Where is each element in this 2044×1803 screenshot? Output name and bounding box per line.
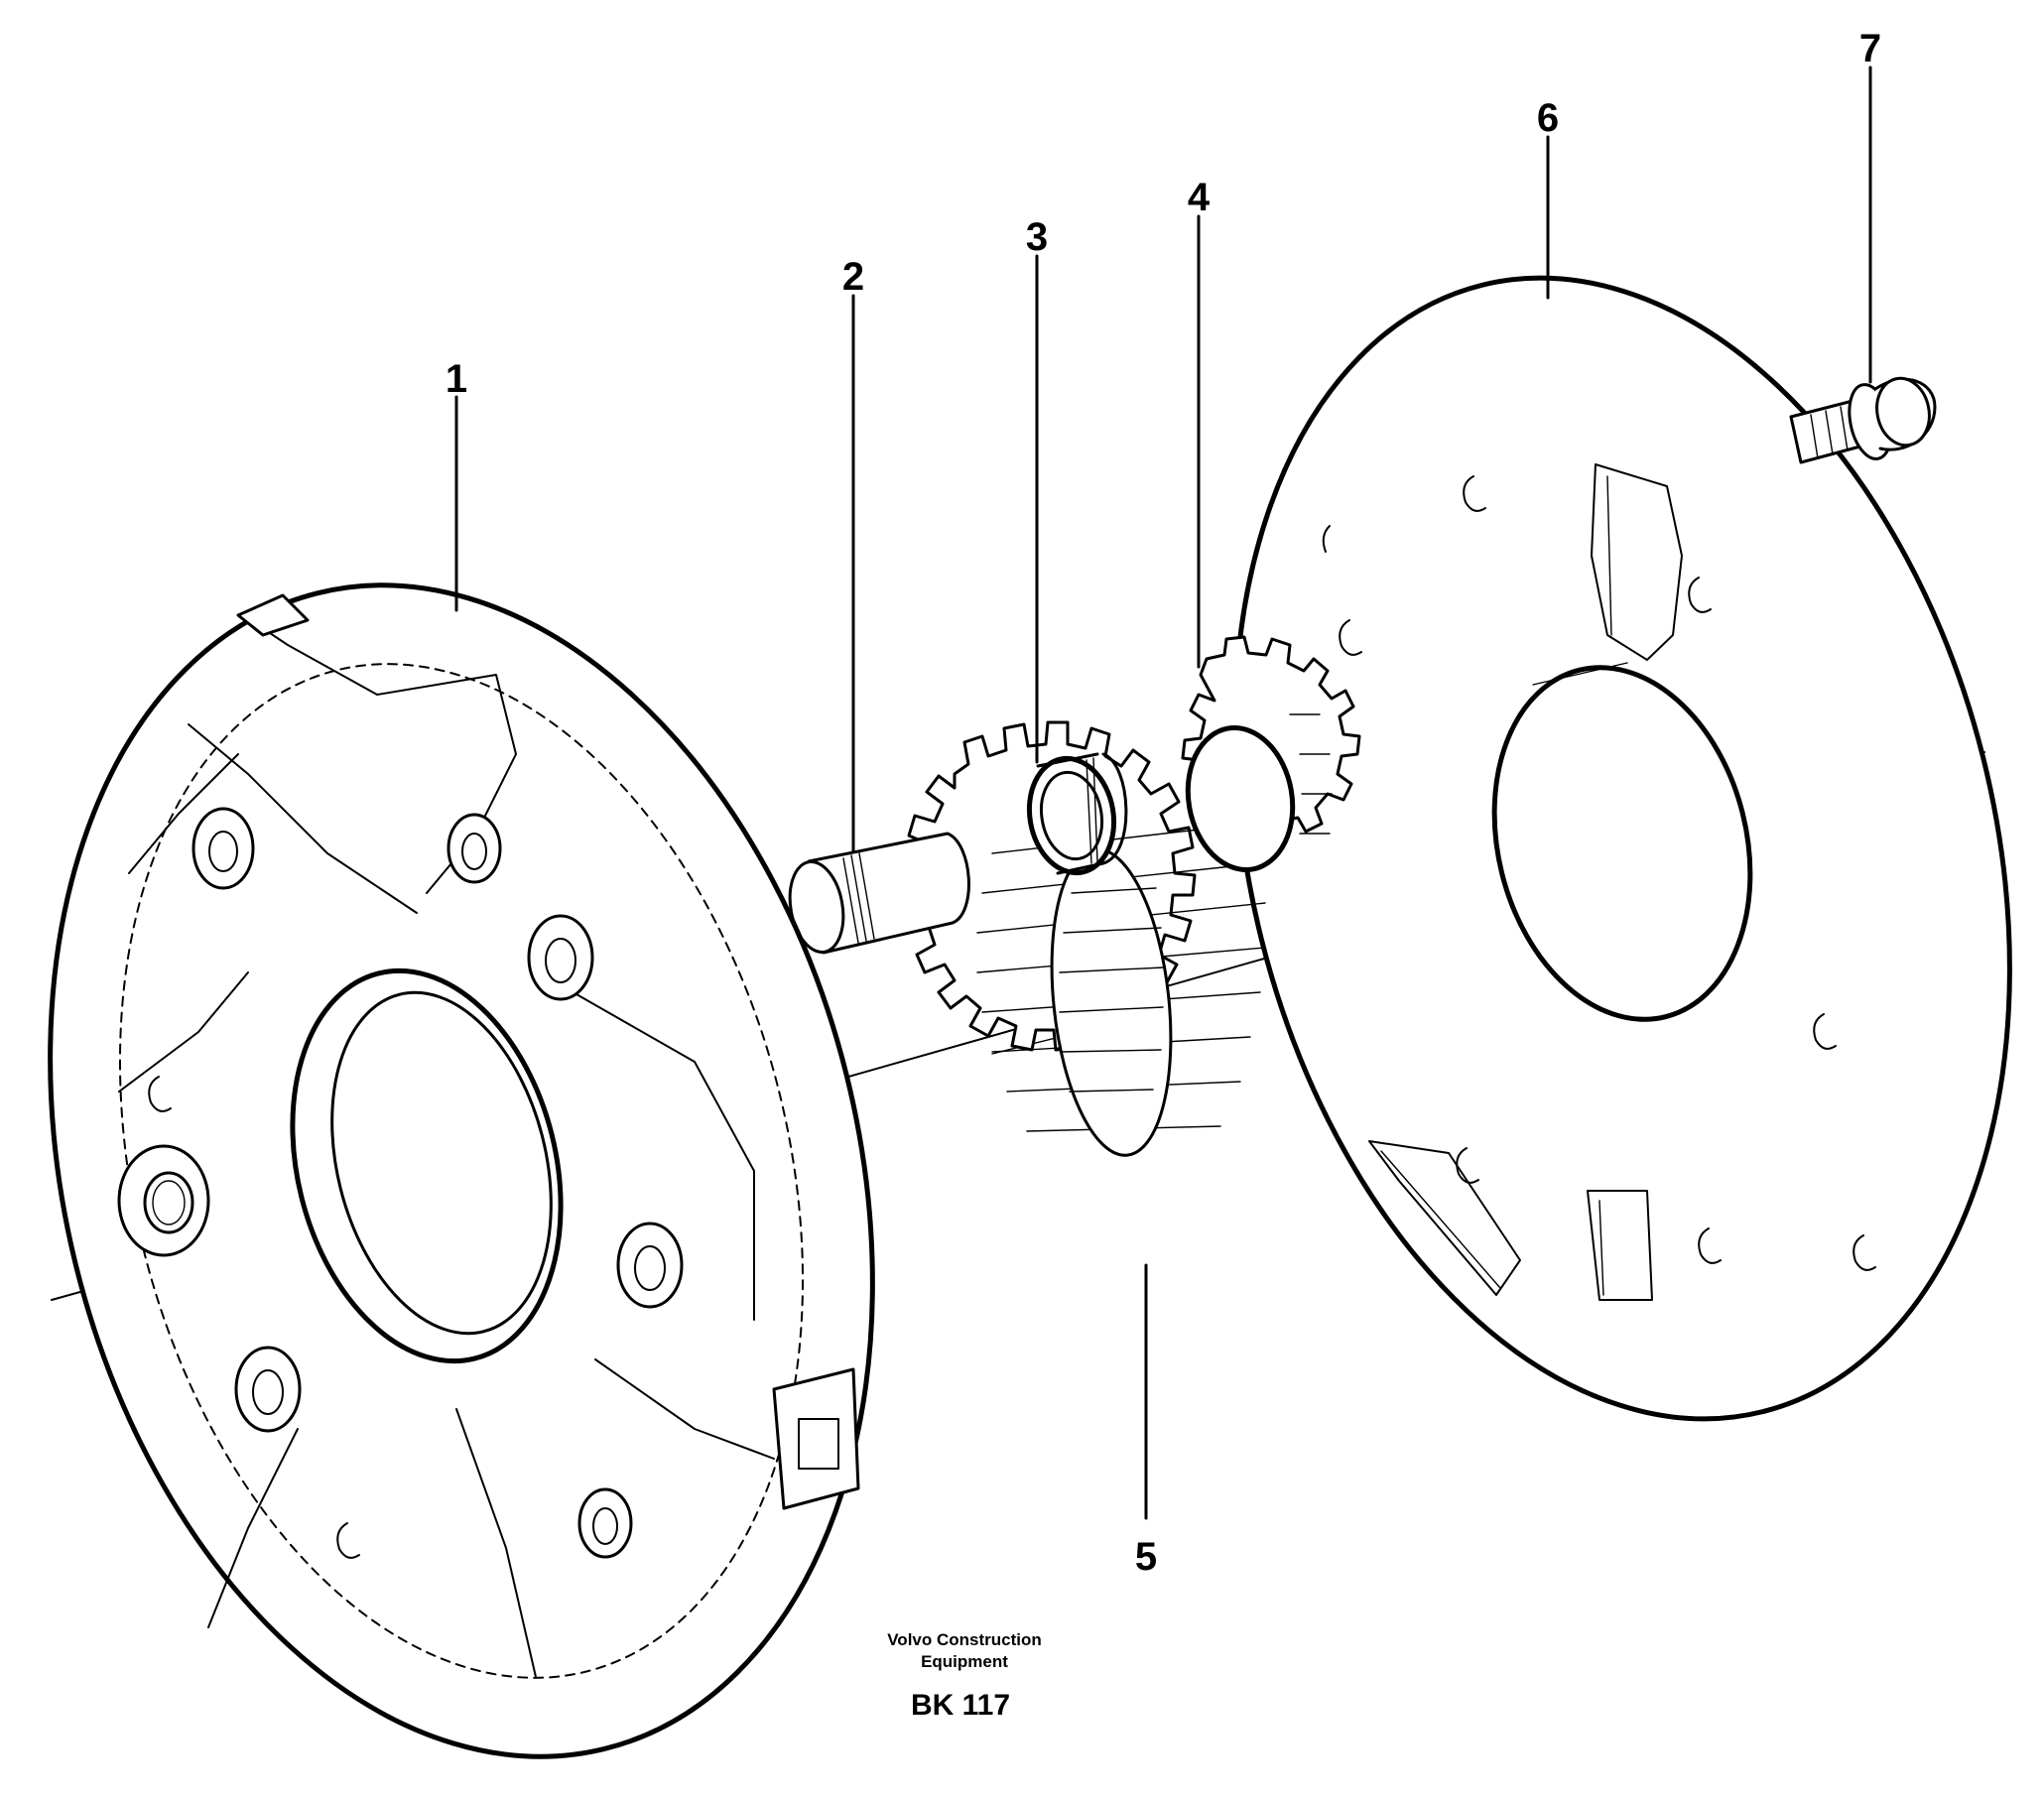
callout-5: 5 [1135, 1535, 1157, 1579]
shaft-pin-icon [788, 832, 970, 955]
title-block: Volvo Construction Equipment BK 117 [887, 1630, 1042, 1722]
needle-bearing-icon [1026, 752, 1128, 876]
callout-1: 1 [446, 357, 467, 401]
drawing-code: BK 117 [911, 1689, 1010, 1722]
callout-6: 6 [1537, 96, 1559, 140]
credit-line-2: Equipment [921, 1652, 1008, 1671]
leader-lines [454, 65, 1872, 1520]
credit-line-1: Volvo Construction [887, 1630, 1042, 1649]
cover-plate-icon [1232, 275, 2012, 1422]
callout-2: 2 [842, 255, 864, 299]
callout-3: 3 [1026, 215, 1048, 259]
small-gear-icon [1181, 635, 1361, 872]
callouts: 1 2 3 4 5 6 7 [446, 27, 1881, 1579]
callout-7: 7 [1859, 27, 1881, 70]
callout-4: 4 [1188, 176, 1211, 219]
flange-screw-icon [1789, 376, 1937, 464]
pump-housing-icon [48, 582, 875, 1759]
